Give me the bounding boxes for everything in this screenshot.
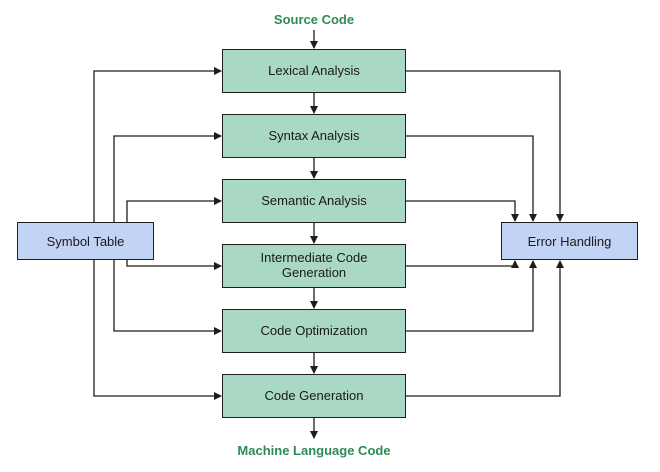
arrow-symbol-table-to-intermediate [126, 260, 222, 270]
arrow-codegen-to-error-handling [406, 260, 564, 397]
arrow-symbol-table-to-codegen [93, 260, 222, 400]
arrow-intermediate-to-error-handling [406, 260, 519, 268]
syntax-analysis-box: Syntax Analysis [222, 114, 406, 158]
arrow-lexical-to-error-handling [406, 70, 564, 222]
arrow-semantic-to-error-handling [406, 200, 519, 222]
source-code-label: Source Code [273, 12, 355, 27]
arrow-symbol-table-to-lexical [93, 67, 222, 222]
code-optimization-box: Code Optimization [222, 309, 406, 353]
intermediate-code-generation-box: Intermediate Code Generation [222, 244, 406, 288]
error-handling-box: Error Handling [501, 222, 638, 260]
semantic-analysis-box: Semantic Analysis [222, 179, 406, 223]
arrow-symbol-table-to-optimization [113, 260, 222, 335]
lexical-analysis-box: Lexical Analysis [222, 49, 406, 93]
arrow-symbol-table-to-semantic [126, 197, 222, 222]
arrow-syntax-to-error-handling [406, 135, 537, 222]
arrow-symbol-table-to-syntax [113, 132, 222, 222]
arrow-optimization-to-error-handling [406, 260, 537, 332]
code-generation-box: Code Generation [222, 374, 406, 418]
machine-language-code-label: Machine Language Code [237, 443, 391, 458]
symbol-table-box: Symbol Table [17, 222, 154, 260]
